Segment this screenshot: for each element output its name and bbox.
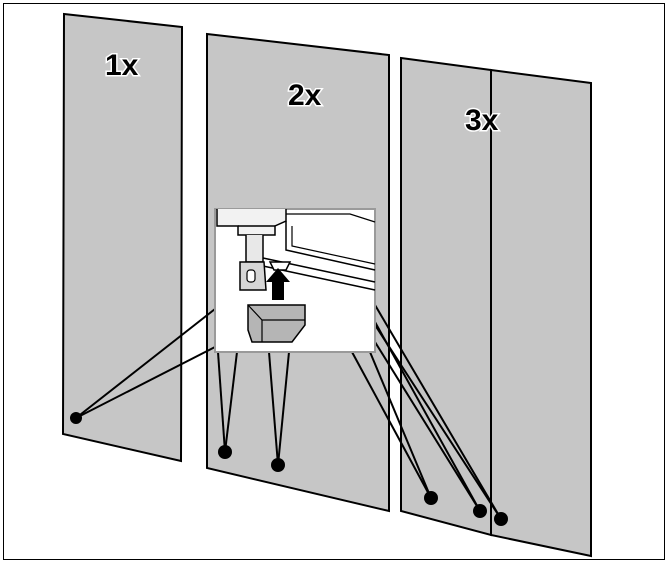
mount-point	[424, 491, 438, 505]
label-panel-2: 2x	[288, 79, 322, 112]
up-arrow-icon	[266, 268, 290, 300]
mount-point	[271, 458, 285, 472]
mount-point	[218, 445, 232, 459]
label-panel-1: 1x	[105, 49, 139, 82]
mount-point	[494, 512, 508, 526]
panel-3-right	[490, 68, 592, 558]
detail-inset	[214, 208, 376, 353]
mount-point	[70, 412, 82, 424]
label-panel-3: 3x	[465, 104, 499, 137]
mounting-points	[70, 412, 508, 526]
panel-1	[61, 12, 184, 463]
leader-lines	[75, 304, 502, 520]
mount-point	[473, 504, 487, 518]
foot-cap	[247, 304, 306, 343]
